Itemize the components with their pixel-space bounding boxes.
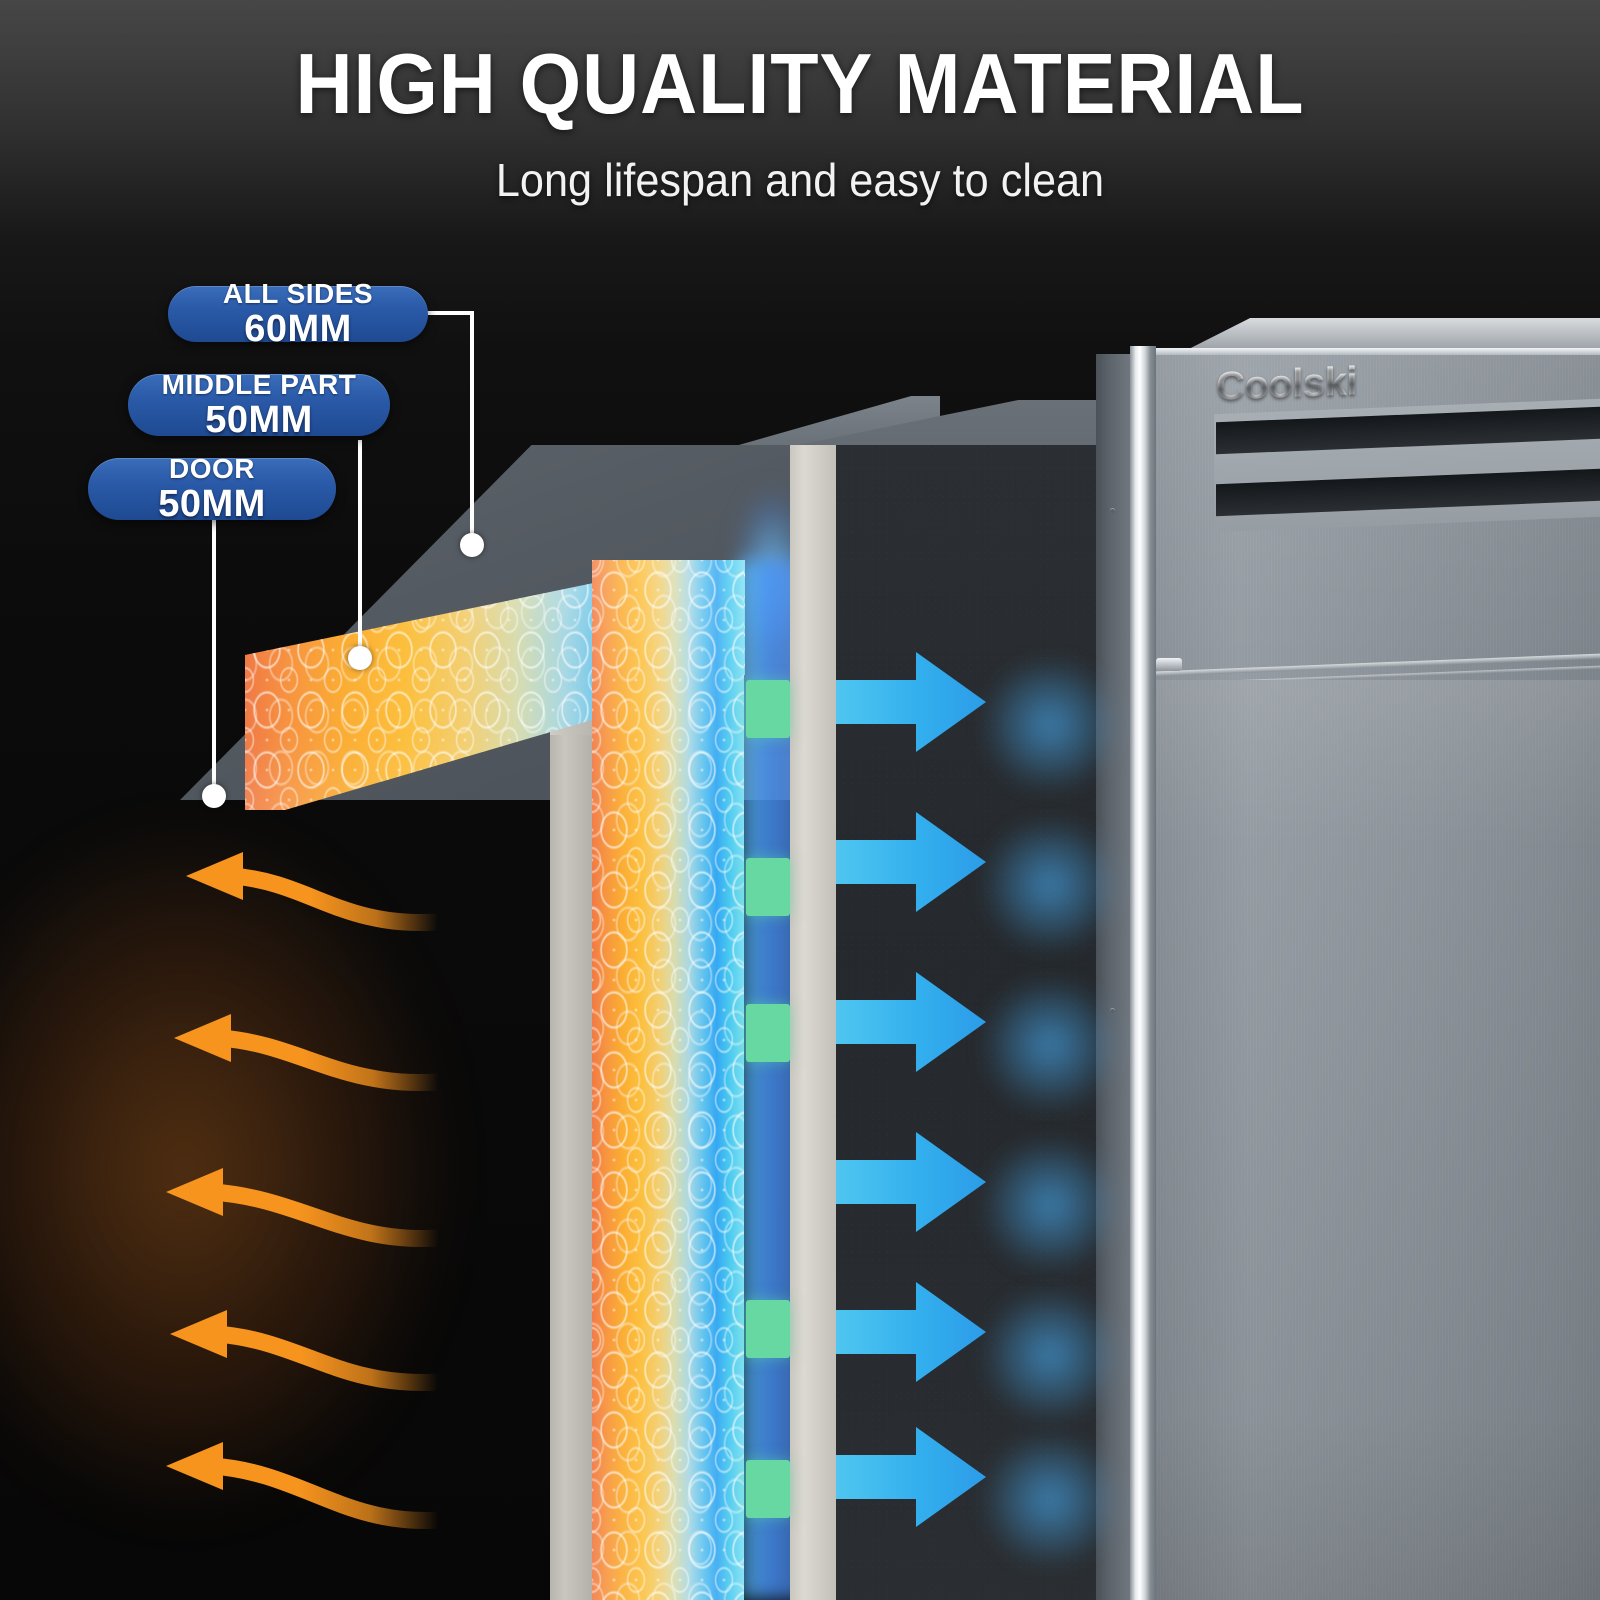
accent-chip [746,1300,790,1358]
callout-value: 60MM [244,308,352,350]
callout-value: 50MM [158,483,266,525]
callout-badge-middle-part[interactable]: MIDDLE PART 50MM [128,369,390,441]
cold-arrow-glow [975,1140,1125,1270]
leader-line-door [212,520,216,796]
background-top-glow [0,0,1600,240]
leader-line-all-sides [416,311,474,315]
callout-label: DOOR [169,453,255,484]
inner-liner-strip-left [550,735,592,1600]
accent-chip [746,1460,790,1518]
leader-dot-door [202,784,226,808]
accent-chip [746,1004,790,1062]
door-hinge [1156,658,1182,671]
inner-liner-strip-right [790,445,836,1600]
cold-arrow-glow [975,1435,1125,1565]
panel-screw [1110,508,1115,513]
foam-insulation-wall [592,560,744,1600]
fridge-top-lip [1154,348,1600,355]
foam-cell-texture [592,560,744,1600]
foam-highlight [592,560,744,1600]
refrigerator-unit: Coolski [1096,318,1600,1600]
leader-line-middle-part [358,440,362,658]
callout-badge-door[interactable]: DOOR 50MM [88,453,336,525]
cold-arrow-glow [975,820,1125,950]
leader-dot-all-sides [460,533,484,557]
leader-dot-middle-part [348,646,372,670]
header: HIGH QUALITY MATERIAL Long lifespan and … [0,0,1600,207]
heat-outflow-arrows [166,852,440,1529]
callout-badge-all-sides[interactable]: ALL SIDES 60MM [168,280,428,348]
page-title: HIGH QUALITY MATERIAL [295,37,1305,132]
callout-label: ALL SIDES [222,278,374,309]
foam-cell-texture-overlay [592,560,744,1600]
cold-arrow-glow [975,1290,1125,1420]
page-subtitle: Long lifespan and easy to clean [495,154,1105,206]
cold-arrow-glow [975,660,1125,790]
accent-chip [746,680,790,738]
cold-airflow-arrows [836,652,986,1527]
fridge-door-panel[interactable] [1154,680,1600,1600]
door-sheen [1154,680,1600,1600]
callout-label: MIDDLE PART [161,369,357,400]
callout-value: 50MM [205,399,313,441]
leader-line-all-sides [470,311,474,545]
accent-chip [746,858,790,916]
cold-arrow-glow [975,980,1125,1110]
fridge-chrome-edge [1130,346,1156,1600]
brushed-steel-texture [1154,680,1600,1600]
